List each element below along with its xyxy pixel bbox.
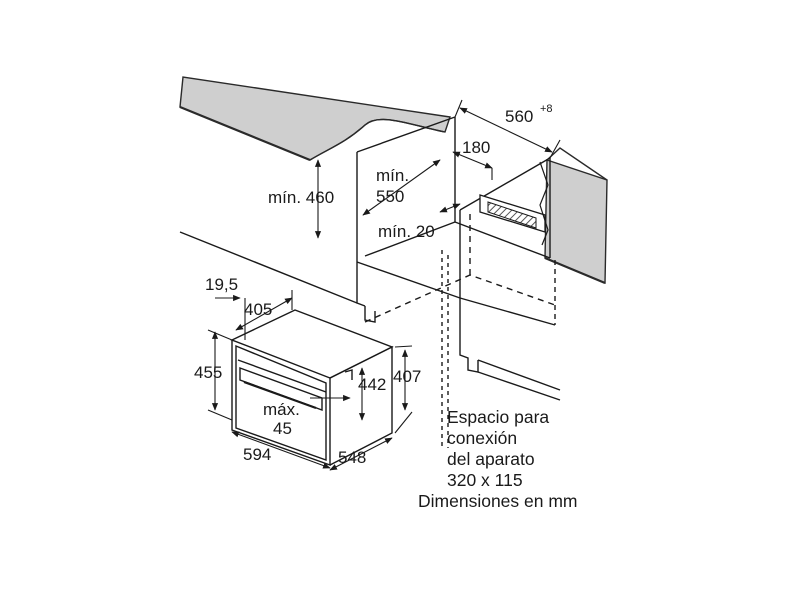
dim-407-label: 407: [393, 367, 421, 386]
dim-560-tolerance: +8: [540, 103, 553, 115]
dim-594-label: 594: [243, 445, 271, 464]
dim-min-460-label: mín. 460: [268, 188, 334, 207]
dim-19-5-label: 19,5: [205, 275, 238, 294]
countertop-left: [179, 76, 451, 162]
dim-min-550-label-b: 550: [376, 187, 404, 206]
note-connection-space-2: conexión: [447, 428, 517, 448]
dim-455-label: 455: [194, 363, 222, 382]
connection-space: [479, 161, 549, 246]
note-connection-space-3: del aparato: [447, 449, 535, 469]
dim-560-label: 560: [505, 107, 533, 126]
countertop-right: [544, 147, 608, 285]
cabinet-niche: [179, 116, 561, 450]
note-units: Dimensiones en mm: [418, 491, 578, 511]
note-connection-space-1: Espacio para: [447, 407, 549, 427]
dim-442-label: 442: [358, 375, 386, 394]
dim-180-label: 180: [462, 138, 490, 157]
dim-min-550-label-a: mín.: [376, 166, 409, 185]
note-connection-space-4: 320 x 115: [447, 470, 523, 490]
dim-548-label: 548: [338, 448, 366, 467]
dim-min-20-label: mín. 20: [378, 222, 435, 241]
dim-max-45-label-a: máx.: [263, 400, 300, 419]
dimension-lines: [207, 99, 561, 471]
dim-405-label: 405: [244, 300, 272, 319]
dim-max-45-label-b: 45: [273, 419, 292, 438]
